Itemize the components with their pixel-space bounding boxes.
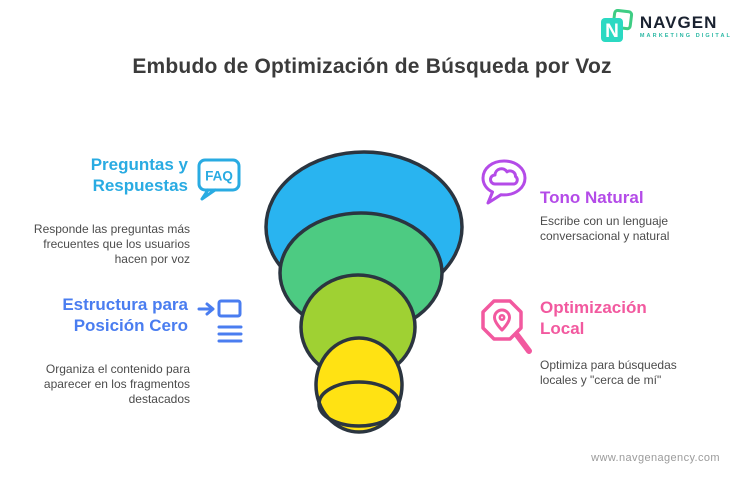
footer-website: www.navgenagency.com: [591, 452, 720, 464]
featured-snippet-icon: [197, 299, 243, 343]
right-item-2-title: Optimización Local: [540, 298, 647, 338]
speech-cloud-icon: [481, 159, 527, 205]
logo-front-square: [600, 18, 623, 42]
left-item-1-title: Preguntas y Respuestas: [90, 155, 188, 195]
page-title: Embudo de Optimización de Búsqueda por V…: [132, 55, 612, 78]
funnel-diagram: [264, 150, 464, 434]
right-item-1-description: Escribe con un lenguaje conversacional y…: [540, 214, 670, 243]
funnel-layer-4: [314, 336, 404, 434]
brand-tagline: MARKETING DIGITAL: [639, 33, 732, 40]
faq-icon-label: FAQ: [205, 169, 233, 184]
right-item-2-description: Optimiza para búsquedas locales y "cerca…: [540, 358, 677, 387]
brand-logo-icon: N: [600, 9, 633, 42]
funnel-bottom-rim: [317, 380, 401, 428]
left-item-2-title: Estructura para Posición Cero: [62, 295, 188, 335]
right-item-1-title: Tono Natural: [540, 188, 644, 207]
brand-logo: N NAVGEN MARKETING DIGITAL: [599, 9, 732, 45]
left-item-2-description: Organiza el contenido para aparecer en l…: [43, 362, 190, 406]
logo-letter: N: [605, 21, 619, 42]
brand-name: NAVGEN: [639, 13, 718, 33]
location-search-icon: [481, 299, 532, 354]
left-item-1-description: Responde las preguntas más frecuentes qu…: [33, 222, 190, 266]
faq-bubble-icon: FAQ: [197, 158, 241, 201]
